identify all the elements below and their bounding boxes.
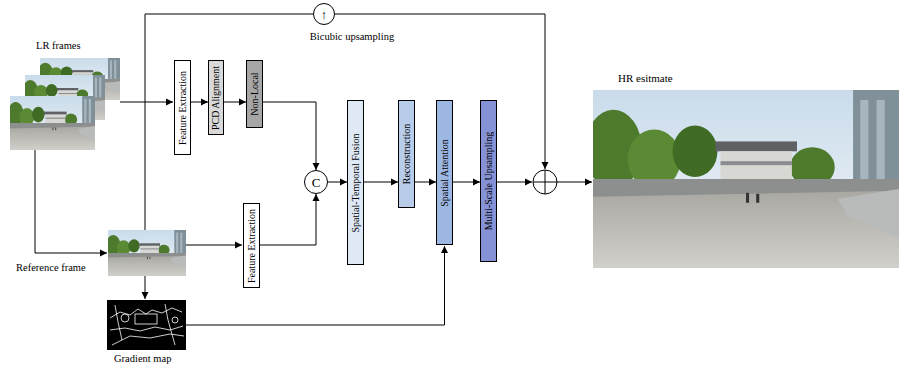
output-wire — [557, 182, 592, 183]
box-label: Multi-Scale Upsampling — [484, 132, 494, 231]
figure-label: Gradient map — [114, 353, 171, 365]
reference-frame-image — [106, 230, 186, 276]
process-box: Multi-Scale Upsampling — [480, 100, 497, 262]
gradient-wire — [186, 246, 445, 325]
flow-arrow — [191, 102, 208, 103]
concat-circle: C — [304, 170, 328, 194]
process-box: Feature Extraction — [243, 203, 260, 288]
reference-wire — [35, 150, 107, 253]
flow-arrow — [263, 102, 316, 170]
process-box: Non-Local — [246, 60, 263, 128]
reference-wire — [186, 245, 242, 246]
output-wire — [497, 182, 532, 183]
process-box: Feature Extraction — [174, 60, 191, 155]
operator-circle: ↑ — [313, 3, 335, 25]
process-box: Spatial-Temporal Fusion — [347, 100, 364, 265]
gradient-wire — [145, 276, 146, 299]
figure-label: Bicubic upsampling — [310, 31, 394, 43]
box-label: Non-Local — [250, 72, 260, 115]
flow-arrow — [415, 182, 436, 183]
lr-frame-image — [8, 96, 95, 150]
operator-symbol: C — [305, 171, 327, 193]
box-label: Feature Extraction — [247, 208, 257, 282]
box-label: Reconstruction — [402, 124, 412, 185]
box-label: Spatial Attention — [440, 139, 450, 207]
box-label: Spatial-Temporal Fusion — [351, 133, 361, 232]
figure-label: HR esitmate — [618, 72, 673, 84]
flow-arrow — [453, 182, 480, 183]
gradient-map-image — [107, 300, 186, 350]
process-box: Spatial Attention — [436, 100, 453, 245]
box-label: PCD Alignment — [211, 65, 221, 129]
flow-arrow — [328, 182, 347, 183]
figure-label: LR frames — [36, 40, 81, 52]
sum-symbol — [533, 170, 557, 194]
input-wire — [120, 102, 173, 103]
process-box: Reconstruction — [398, 100, 415, 208]
operator-symbol: ↑ — [314, 4, 334, 24]
flow-arrow — [364, 182, 398, 183]
flow-arrow — [224, 102, 246, 103]
bicubic-wire — [145, 14, 313, 230]
flow-arrow — [260, 194, 316, 245]
process-box: PCD Alignment — [208, 60, 224, 135]
hr-estimate-image — [585, 90, 899, 268]
figure-label: Reference frame — [16, 262, 86, 274]
box-label: Feature Extraction — [178, 70, 188, 144]
